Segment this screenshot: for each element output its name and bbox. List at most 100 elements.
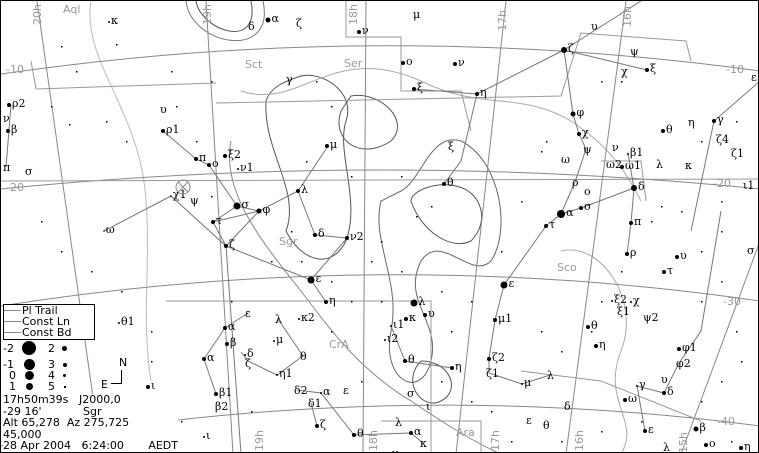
star[interactable]: π bbox=[194, 151, 206, 164]
star[interactable]: ζ1 bbox=[731, 147, 744, 160]
star[interactable]: ω1 bbox=[620, 159, 641, 172]
star[interactable]: σ bbox=[25, 165, 33, 178]
star[interactable]: α bbox=[223, 320, 236, 333]
star[interactable]: ζ1 bbox=[486, 367, 499, 380]
star[interactable]: υ bbox=[423, 307, 435, 320]
star[interactable]: β1 bbox=[214, 386, 232, 399]
star[interactable]: ζ bbox=[315, 418, 326, 431]
star[interactable]: φ2 bbox=[676, 357, 691, 370]
star[interactable]: θ bbox=[403, 353, 415, 366]
star[interactable]: β2 bbox=[215, 400, 228, 413]
star[interactable]: ι2 bbox=[384, 332, 398, 345]
star[interactable]: ξ bbox=[448, 140, 454, 153]
star[interactable]: θ bbox=[300, 350, 307, 363]
star[interactable]: ζ4 bbox=[716, 133, 729, 146]
star[interactable]: η bbox=[475, 86, 487, 99]
star[interactable]: τ bbox=[662, 264, 673, 277]
star[interactable]: λ bbox=[275, 313, 282, 326]
star[interactable]: ν bbox=[612, 141, 619, 154]
star[interactable]: δ bbox=[564, 400, 571, 413]
star[interactable]: β bbox=[225, 336, 236, 349]
star[interactable]: ξ1 bbox=[617, 305, 630, 318]
star[interactable]: η bbox=[688, 116, 695, 129]
star[interactable]: μ bbox=[273, 333, 283, 346]
star[interactable]: ι bbox=[203, 429, 210, 442]
star[interactable]: κ bbox=[108, 14, 118, 27]
star[interactable]: δ bbox=[244, 347, 254, 360]
star[interactable]: δ bbox=[313, 227, 325, 240]
star[interactable]: κ bbox=[404, 311, 416, 324]
star[interactable]: ψ bbox=[630, 45, 639, 58]
star[interactable]: φ1 bbox=[677, 341, 697, 354]
star[interactable]: ο bbox=[401, 55, 413, 68]
star[interactable]: ζ bbox=[296, 17, 302, 30]
star[interactable]: α bbox=[409, 425, 422, 438]
star[interactable]: δ bbox=[631, 180, 645, 193]
star[interactable]: ο bbox=[584, 185, 591, 198]
star[interactable]: ι1 bbox=[743, 179, 754, 192]
star[interactable]: ε bbox=[245, 307, 251, 320]
star[interactable]: μ bbox=[413, 8, 420, 21]
star[interactable]: λ bbox=[547, 369, 554, 382]
star[interactable]: υ bbox=[675, 249, 687, 262]
star[interactable]: ψ bbox=[583, 143, 592, 156]
star[interactable]: δ bbox=[662, 385, 674, 398]
star[interactable]: σ bbox=[407, 387, 415, 400]
star[interactable]: κ bbox=[685, 159, 692, 172]
star[interactable]: μ bbox=[521, 376, 531, 389]
star[interactable]: ψ2 bbox=[643, 311, 659, 324]
star[interactable]: φ bbox=[256, 203, 271, 216]
star[interactable]: θ bbox=[442, 176, 454, 189]
star[interactable]: ο bbox=[207, 157, 219, 170]
star[interactable]: λ bbox=[656, 158, 663, 171]
star[interactable]: η1 bbox=[276, 367, 293, 380]
star[interactable]: π bbox=[3, 161, 10, 174]
star[interactable]: ξ2 bbox=[611, 293, 627, 306]
star[interactable]: θ bbox=[586, 319, 598, 332]
star[interactable]: δ bbox=[248, 20, 255, 33]
star[interactable]: μ1 bbox=[493, 312, 512, 325]
star[interactable]: ξ2 bbox=[223, 148, 241, 161]
star[interactable]: ι bbox=[426, 400, 430, 413]
star[interactable]: α bbox=[320, 385, 331, 398]
star[interactable]: ρ1 bbox=[161, 123, 179, 136]
star[interactable]: ο bbox=[704, 437, 716, 450]
star[interactable]: γ bbox=[286, 73, 293, 86]
star[interactable]: ω2 bbox=[606, 158, 622, 171]
star[interactable]: λ bbox=[663, 441, 670, 453]
star[interactable]: ρ bbox=[572, 176, 578, 189]
star[interactable]: β1 bbox=[627, 146, 643, 159]
star[interactable]: υ bbox=[591, 20, 598, 33]
star[interactable]: ζ bbox=[224, 238, 235, 251]
star[interactable]: ω bbox=[623, 392, 637, 405]
star[interactable]: ω bbox=[561, 153, 570, 166]
star[interactable]: ε bbox=[751, 71, 757, 84]
star[interactable]: ψ bbox=[190, 194, 199, 207]
star[interactable]: ν1 bbox=[237, 161, 254, 174]
star[interactable]: δ2 bbox=[294, 384, 308, 397]
star[interactable]: ν bbox=[453, 56, 465, 69]
star[interactable]: χ bbox=[577, 126, 589, 139]
star[interactable]: ρ bbox=[625, 246, 636, 259]
star[interactable]: γ bbox=[712, 113, 724, 126]
star[interactable]: θ bbox=[661, 123, 673, 136]
star[interactable]: θ1 bbox=[118, 315, 135, 328]
star[interactable]: υ bbox=[160, 103, 167, 116]
star[interactable]: ρ2 bbox=[7, 97, 25, 110]
star[interactable]: ω bbox=[103, 223, 115, 236]
star[interactable]: μ bbox=[325, 138, 337, 151]
star[interactable]: β bbox=[6, 123, 17, 136]
planet-marker[interactable] bbox=[175, 179, 191, 195]
star[interactable]: υ bbox=[661, 373, 668, 386]
star[interactable]: α bbox=[265, 12, 280, 25]
star[interactable]: ζ bbox=[561, 42, 574, 55]
star[interactable]: ξ bbox=[412, 81, 423, 94]
star[interactable]: χ bbox=[621, 65, 628, 78]
star[interactable]: δ1 bbox=[308, 397, 322, 410]
star[interactable]: φ bbox=[570, 106, 585, 119]
star[interactable]: λ bbox=[296, 183, 308, 196]
star[interactable]: ε bbox=[643, 423, 654, 436]
